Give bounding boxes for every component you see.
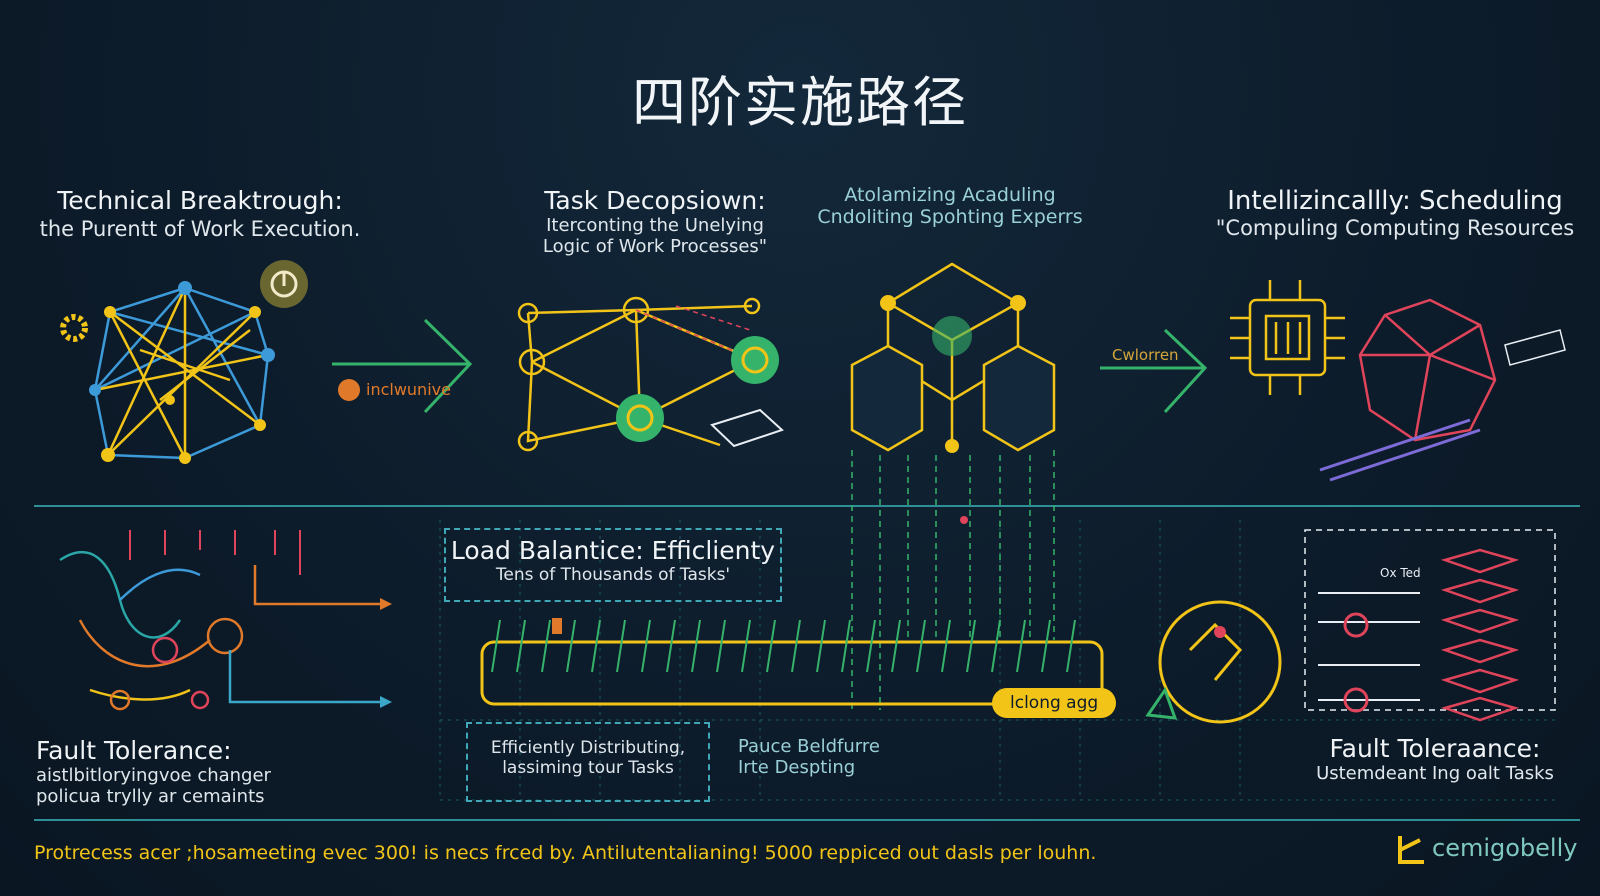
load-balance-box: Load Balantice: Efficlienty Tens of Thou…	[444, 528, 782, 602]
distribution-box: Efficiently Distributing, lassiming tour…	[466, 722, 710, 802]
pause-block: Pauce Beldfurre Irte Despting	[738, 736, 880, 778]
circuit-arrowhead-orange	[380, 598, 392, 610]
stage4-subheading: "Compuling Computing Resources	[1215, 216, 1575, 240]
grid-panel-icon	[1504, 329, 1566, 366]
data-stream-icon	[1319, 418, 1481, 482]
recycle-icon	[1158, 600, 1282, 724]
stage2-block: Task Decopsiown: Iterconting the Unelyin…	[500, 186, 810, 257]
circuit-arrow-teal	[228, 650, 385, 704]
process-links	[635, 305, 756, 361]
cube-drop-lines	[851, 450, 1055, 710]
circuit-pins	[129, 530, 301, 575]
fault-right-block: Fault Toleraance: Ustemdeant Ing oalt Ta…	[1290, 734, 1580, 784]
load-balance-bus	[480, 640, 1104, 706]
footer-text: Protrecess acer ;hosameeting evec 300! i…	[34, 842, 1097, 864]
stage3-block: Atolamizing Acaduling Cndoliting Spohtin…	[810, 184, 1090, 228]
status-pill: lclong agg	[992, 688, 1117, 718]
server-links	[1318, 592, 1420, 701]
pause-line1: Pauce Beldfurre	[738, 736, 880, 757]
cube-core	[932, 316, 972, 356]
stage3-line1: Atolamizing Acaduling	[844, 184, 1056, 206]
fault-right-subheading: Ustemdeant Ing oalt Tasks	[1316, 763, 1554, 784]
server-label: Ox Ted	[1380, 566, 1421, 580]
arrow-right-icon	[332, 318, 473, 414]
circuit-arrow-orange	[253, 565, 385, 606]
stage4-block: Intellizincallly: Scheduling "Compuling …	[1200, 186, 1590, 240]
stage1-heading: Technical Breaktrough:	[57, 186, 343, 215]
circuit-arrowhead-teal	[380, 696, 392, 708]
cubes-icon	[850, 262, 1056, 452]
distribution-line1: Efficiently Distributing,	[490, 738, 686, 758]
signal-dot	[960, 516, 968, 524]
fault-right-heading: Fault Toleraance:	[1329, 734, 1541, 763]
server-node-icon	[1343, 612, 1369, 713]
laptop-icon	[710, 408, 784, 448]
brand-logo-icon	[1398, 836, 1424, 864]
fault-left-heading: Fault Tolerance:	[36, 736, 232, 765]
stage1-block: Technical Breaktrough: the Purentt of Wo…	[10, 186, 390, 241]
brand-name: cemigobelly	[1432, 834, 1578, 862]
arrow1-label: inclwunive	[366, 380, 451, 399]
network-mesh-icon	[89, 281, 275, 464]
server-frame	[1304, 529, 1556, 711]
fault-left-line2: policua trylly ar cemaints	[36, 786, 265, 807]
stage2-line2: Logic of Work Processes"	[542, 236, 768, 257]
pause-line2: Irte Despting	[738, 757, 856, 778]
chip-icon	[1230, 280, 1345, 395]
gear-icon	[60, 314, 88, 342]
stage3-line2: Cndoliting Spohting Experrs	[817, 206, 1083, 228]
page-title: 四阶实施路径	[632, 71, 968, 134]
task-marker	[552, 618, 562, 634]
power-icon	[260, 260, 308, 308]
load-balance-heading: Load Balantice: Efficlienty	[450, 536, 776, 565]
polyhedron-icon	[1358, 298, 1497, 442]
arrow-right-icon-2	[1100, 328, 1208, 414]
fault-left-block: Fault Tolerance: aistlbitloryingvoe chan…	[36, 736, 336, 807]
stage4-heading: Intellizincallly: Scheduling	[1227, 186, 1563, 216]
server-stack-icon	[1440, 548, 1520, 722]
process-node-icon	[616, 336, 779, 442]
arrow-label-dot	[338, 379, 360, 401]
fault-left-line1: aistlbitloryingvoe changer	[36, 765, 271, 786]
load-balance-ticks	[491, 619, 1076, 673]
stage2-heading: Task Decopsiown:	[544, 186, 766, 215]
arrow2-label: Cwlorren	[1112, 346, 1179, 364]
load-balance-subheading: Tens of Thousands of Tasks'	[495, 565, 731, 585]
distribution-line2: lassiming tour Tasks	[502, 758, 674, 778]
circuit-tree-icon	[59, 550, 244, 711]
triangle-icon	[1145, 686, 1178, 720]
stage2-line1: Iterconting the Unelying	[546, 215, 764, 236]
recycle-node	[1214, 626, 1226, 638]
stage1-subheading: the Purentt of Work Execution.	[39, 217, 361, 241]
cube-nodes	[880, 295, 1026, 453]
